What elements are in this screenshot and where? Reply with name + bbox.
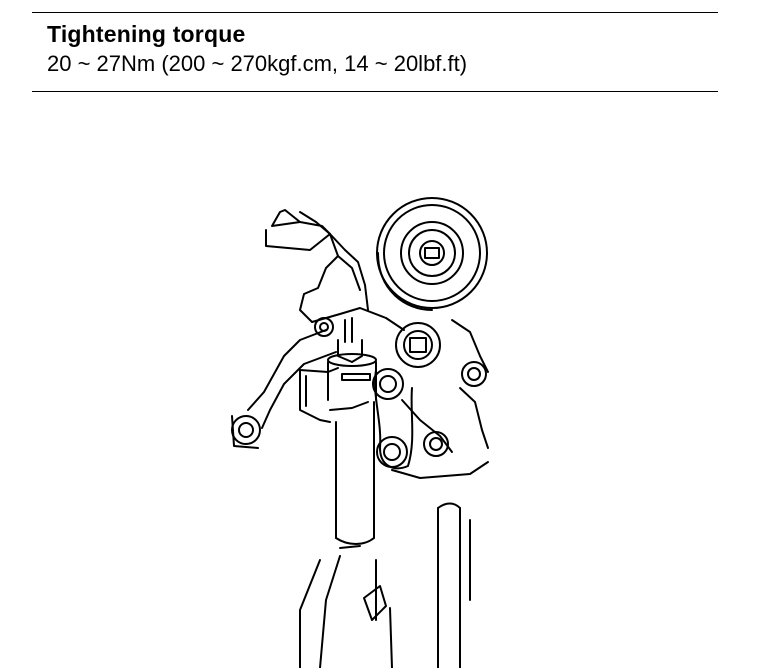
tensioner-illustration — [231, 197, 489, 668]
spec-value: 20 ~ 27Nm (200 ~ 270kgf.cm, 14 ~ 20lbf.f… — [47, 51, 468, 76]
tensioner-cylinder — [299, 317, 377, 549]
top-rule — [32, 12, 718, 13]
lower-guides — [299, 502, 471, 668]
spec-title: Tightening torque — [47, 21, 246, 47]
upper-bracket — [265, 209, 369, 323]
torque-spec: Tightening torque 20 ~ 27Nm (200 ~ 270kg… — [47, 20, 707, 78]
idler-pulley — [376, 197, 488, 311]
engine-block — [231, 307, 489, 479]
bottom-rule — [32, 91, 718, 92]
tensioner-arm — [372, 322, 441, 470]
